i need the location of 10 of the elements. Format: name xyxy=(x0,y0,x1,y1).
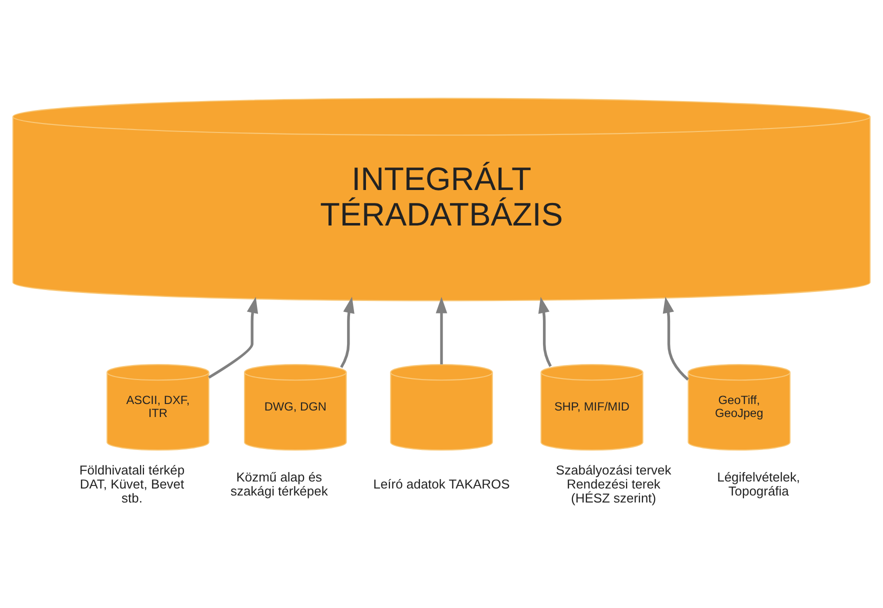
node-label: Szabályozási tervek Rendezési terek (HÉSZ szerint) xyxy=(556,462,672,506)
arrow xyxy=(208,296,258,378)
arrow xyxy=(436,296,448,364)
arrow xyxy=(662,296,689,380)
arrow xyxy=(340,296,354,368)
node-label: Közmű alap és szakági térképek xyxy=(230,469,328,498)
node-label: Földhivatali térkép DAT, Küvet, Bevet stb. xyxy=(79,462,185,506)
node-label: Leíró adatok TAKAROS xyxy=(373,476,510,492)
node-label: Légifelvételek, Topográfia xyxy=(717,469,800,498)
arrow xyxy=(538,296,552,366)
